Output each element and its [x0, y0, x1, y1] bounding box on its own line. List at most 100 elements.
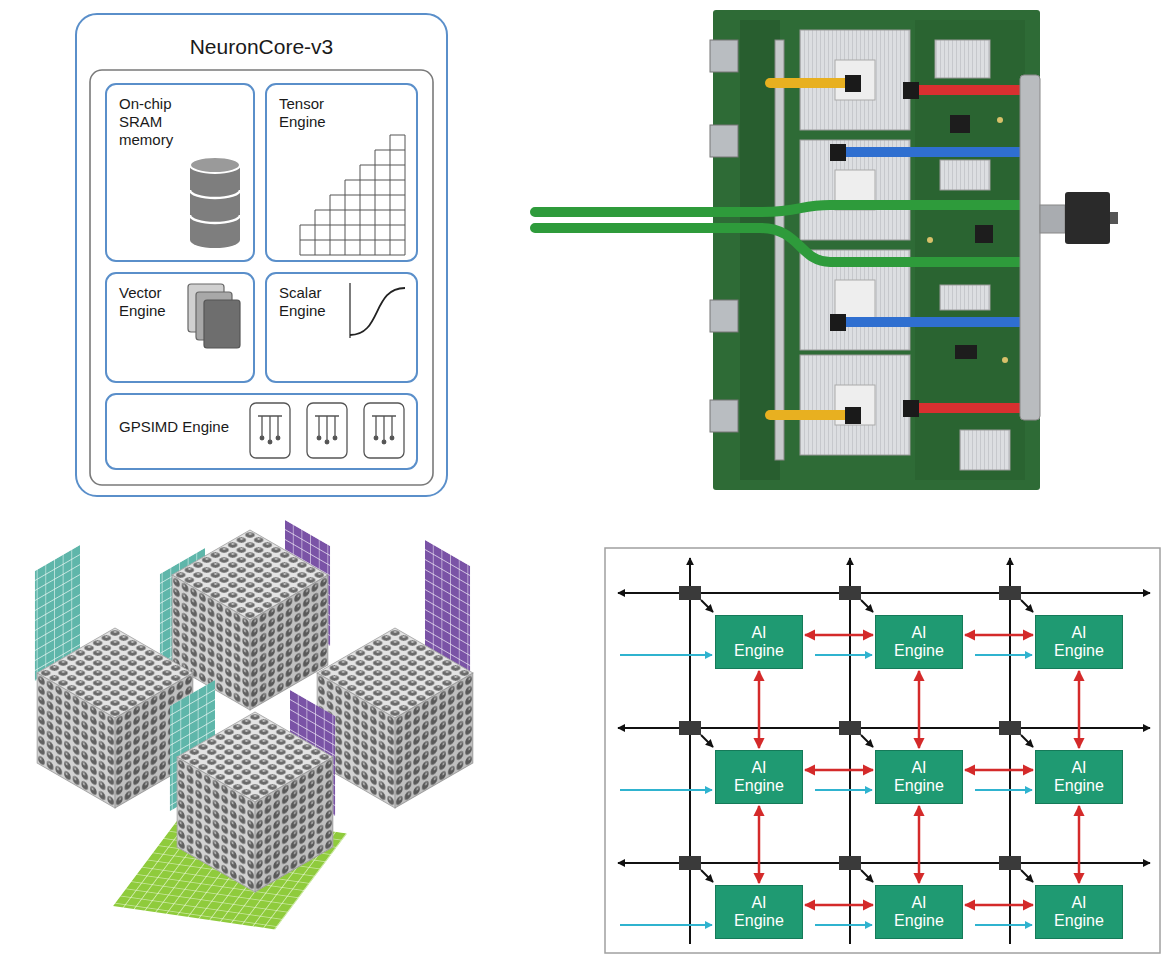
ai-engine-label: AI Engine [734, 759, 784, 796]
gpsimd-core-icons [372, 416, 396, 440]
edge-group [759, 635, 1079, 905]
stream-interconnect [701, 600, 713, 612]
sigmoid-icon [350, 283, 405, 338]
cooled-board-illustration [713, 10, 1040, 490]
stream-switch [999, 721, 1021, 735]
cooled-board-illustration [830, 144, 846, 161]
tensor-cubes-illustration [35, 520, 473, 929]
vector-cards-icon [188, 284, 240, 348]
tensor-cubes-illustration [395, 673, 473, 808]
ai-engine-label: AI Engine [894, 894, 944, 931]
database-icon [190, 157, 240, 173]
tensor-cubes-illustration [37, 673, 115, 808]
cooled-board-illustration [960, 430, 1010, 470]
gpsimd-core-icons [364, 403, 404, 458]
cooled-board-illustration [710, 40, 738, 72]
gpsimd-core-icons [268, 440, 272, 444]
tensor-cubes-illustration [255, 757, 333, 892]
cooled-board-illustration [1110, 212, 1118, 224]
ai-engine-box: AI Engine [875, 885, 963, 939]
data-link-arrow [1078, 806, 1081, 883]
gpsimd-core-icons [315, 416, 339, 440]
stream-interconnect [1009, 558, 1011, 944]
tensor-cubes-illustration [177, 757, 255, 892]
database-icon [190, 157, 240, 248]
stream-switch [679, 856, 701, 870]
cooled-board-illustration [770, 410, 850, 420]
core-box: NeuronCore-v3On-chip SRAM memoryTensor E… [75, 13, 448, 497]
data-link-arrow [805, 769, 873, 772]
tensor-cubes-illustration [177, 757, 255, 892]
stream-interconnect [701, 735, 713, 747]
cooled-board-illustration [915, 20, 1025, 480]
core-title: NeuronCore-v3 [77, 35, 446, 59]
cascade-input-arrow [975, 789, 1032, 791]
engine-label: Vector Engine [119, 284, 166, 320]
gpsimd-core-icons [374, 436, 378, 440]
stream-interconnect [689, 558, 691, 944]
tensor-cubes-illustration [37, 673, 115, 808]
data-link-arrow [965, 634, 1033, 637]
cooled-board-illustration [770, 78, 850, 88]
cooled-board-illustration [1002, 357, 1008, 363]
cooled-board-illustration [1065, 192, 1110, 244]
cooled-board-illustration [830, 314, 846, 331]
gpsimd-core-icons [250, 403, 290, 458]
sigmoid-icon [350, 288, 405, 335]
cooled-board-illustration [997, 117, 1003, 123]
cascade-input-arrow [975, 654, 1032, 656]
stream-interconnect [1021, 735, 1033, 747]
ai-engine-box: AI Engine [875, 750, 963, 804]
cooled-board-illustration [840, 147, 1022, 157]
gpsimd-core-icons [390, 436, 394, 440]
gpsimd-core-icons [317, 436, 321, 440]
stream-interconnect [861, 735, 873, 747]
cooled-board-illustration [1020, 75, 1040, 420]
database-icon [190, 215, 240, 223]
engine-box: Scalar Engine [265, 272, 418, 383]
tensor-cubes-illustration [250, 575, 328, 710]
tensor-cubes-illustration [177, 757, 255, 892]
cooled-board-illustration [845, 407, 861, 424]
cooled-board-illustration [800, 355, 910, 455]
ai-engine-label: AI Engine [734, 894, 784, 931]
data-link-arrow [1078, 671, 1081, 748]
gpsimd-core-icons [258, 416, 282, 440]
inner-frame [90, 70, 433, 485]
ai-engine-box: AI Engine [1035, 750, 1123, 804]
data-link-arrow [805, 634, 873, 637]
tensor-cubes-illustration [250, 575, 328, 710]
ai-engine-label: AI Engine [1054, 894, 1104, 931]
ai-engine-label: AI Engine [894, 759, 944, 796]
cooled-board-illustration [710, 300, 738, 332]
cascade-input-arrow [815, 789, 872, 791]
engine-box: Vector Engine [105, 272, 255, 383]
cascade-input-arrow [975, 924, 1032, 926]
cooled-board-illustration [935, 40, 990, 78]
data-link-arrow [805, 904, 873, 907]
stream-interconnect [849, 558, 851, 944]
tensor-cubes-illustration [395, 673, 473, 808]
data-link-arrow [918, 671, 921, 748]
ai-engine-label: AI Engine [1054, 624, 1104, 661]
stream-switch [999, 586, 1021, 600]
cooled-board-illustration [840, 317, 1022, 327]
ai-engine-box: AI Engine [875, 615, 963, 669]
cooled-board-illustration [940, 285, 990, 310]
stream-interconnect [1021, 600, 1033, 612]
cooled-board-illustration [535, 205, 1022, 212]
inner-frame [90, 70, 433, 485]
cascade-input-arrow [620, 655, 1032, 925]
systolic-array-icon [300, 135, 405, 255]
ai-engine-label: AI Engine [734, 624, 784, 661]
engine-label: Scalar Engine [279, 284, 326, 320]
engine-box: GPSIMD Engine [105, 393, 418, 470]
cooled-board-illustration [710, 125, 738, 157]
stream-interconnect [861, 870, 873, 882]
cooled-board-illustration [710, 400, 738, 432]
cooled-board-illustration [915, 85, 1022, 95]
cascade-input-arrow [620, 654, 712, 656]
